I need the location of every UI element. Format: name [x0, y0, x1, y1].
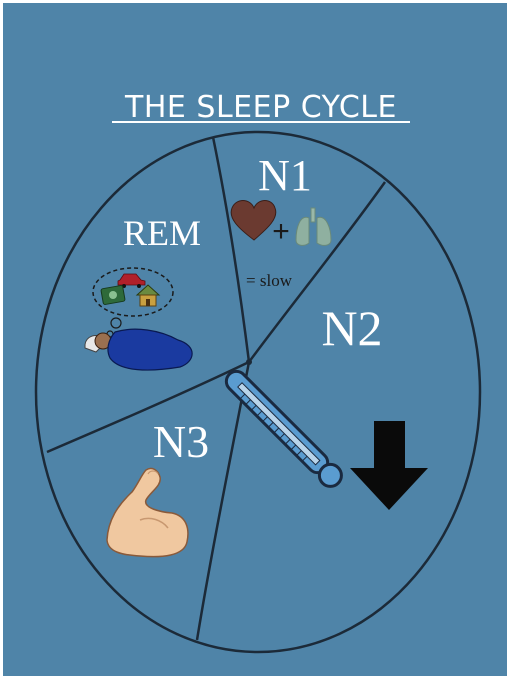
- flexed-arm-icon: [106, 467, 189, 558]
- house-icon: [135, 284, 161, 307]
- divider-n1-n2: [247, 181, 387, 363]
- blanket: [107, 328, 193, 371]
- thermometer-icon: [224, 369, 343, 488]
- stage-label-rem: REM: [123, 213, 201, 253]
- stage-label-n2: N2: [321, 300, 382, 356]
- stage-dividers: [46, 136, 387, 641]
- center-point: [246, 359, 252, 365]
- divider-n3-rem: [46, 360, 250, 454]
- plus-sign: +: [272, 215, 290, 248]
- money-icon: [100, 285, 126, 305]
- heart-icon: [230, 200, 277, 241]
- stage-label-n3: N3: [153, 416, 209, 467]
- n1-slow-note: = slow: [246, 271, 293, 290]
- divider-rem-n1: [211, 136, 251, 363]
- diagram-title: THE SLEEP CYCLE: [124, 90, 397, 125]
- lungs-icon: [295, 207, 332, 246]
- car-icon: [117, 273, 146, 288]
- sleeping-person-icon: [84, 328, 193, 371]
- cycle-circle: [34, 130, 482, 654]
- down-arrow-icon: [350, 421, 428, 510]
- stage-label-n1: N1: [258, 151, 312, 200]
